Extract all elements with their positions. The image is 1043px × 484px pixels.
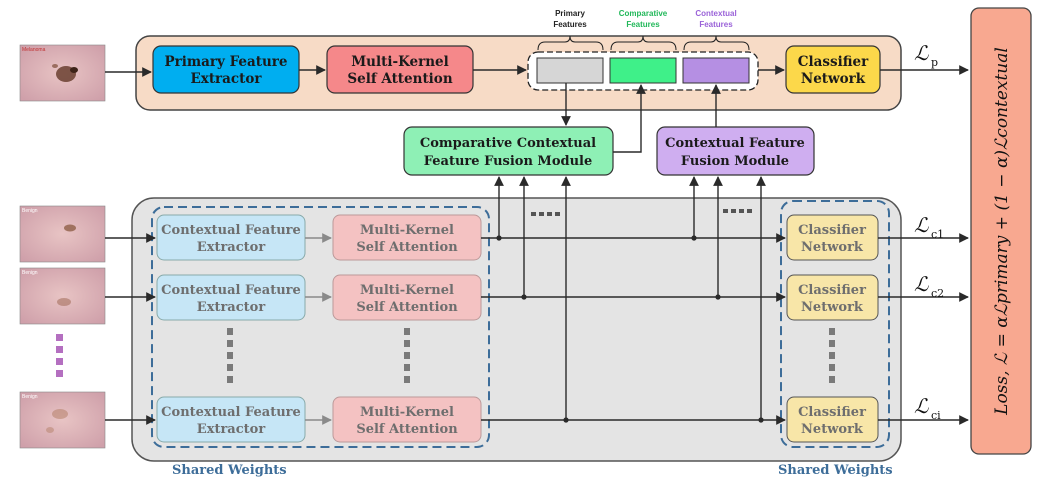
context-classifier-1-line2: Network: [801, 240, 864, 255]
context-attention-i-line1: Multi-Kernel: [360, 405, 454, 420]
svg-text:ci: ci: [931, 409, 941, 422]
comparative-features-label-line2: Features: [626, 20, 660, 29]
context-attention-i-line2: Self Attention: [356, 422, 458, 437]
context-classifier-i-line2: Network: [801, 422, 864, 437]
primary-features-label-line2: Features: [553, 20, 587, 29]
context-extractor-i-line1: Contextual Feature: [161, 405, 301, 420]
context-attention-i: Multi-Kernel Self Attention: [332, 396, 482, 443]
context-extractor-2-line1: Contextual Feature: [161, 283, 301, 298]
context-extractor-1-line1: Contextual Feature: [161, 223, 301, 238]
primary-feature-extractor-line2: Extractor: [190, 71, 262, 87]
contextual-feature-extractor-i: Contextual Feature Extractor: [156, 396, 306, 443]
context-classifier-1: Classifier Network: [786, 214, 879, 261]
comparative-fusion-line1: Comparative Contextual: [420, 136, 596, 151]
total-loss-box: Loss, ℒ = αℒprimary + (1 − α)ℒcontextual: [970, 7, 1032, 455]
contextual-features-label-line1: Contextual: [695, 9, 736, 18]
contextual-feature-extractor-1: Contextual Feature Extractor: [156, 214, 306, 261]
context-attention-2: Multi-Kernel Self Attention: [332, 274, 482, 321]
primary-image-label: Melanoma: [22, 47, 46, 53]
connectors: [105, 65, 969, 425]
shared-weights-label-right: Shared Weights: [778, 463, 893, 478]
context-classifier-2: Classifier Network: [786, 274, 879, 321]
loss-label-primary: ℒ p: [914, 41, 938, 69]
contextual-features-label-line2: Features: [699, 20, 733, 29]
context-image-label-1: Benign: [22, 208, 38, 214]
contextual-fusion-module: Contextual Feature Fusion Module: [656, 126, 815, 176]
primary-classifier-network: Classifier Network: [785, 45, 881, 94]
svg-text:ℒ: ℒ: [914, 394, 929, 418]
shared-weights-group-right: [780, 200, 890, 448]
context-attention-2-line1: Multi-Kernel: [360, 283, 454, 298]
loss-label-ci: ℒ ci: [914, 394, 941, 422]
context-classifier-i-line1: Classifier: [798, 405, 866, 420]
loss-formula: Loss, ℒ = αℒprimary + (1 − α)ℒcontextual: [992, 47, 1012, 416]
svg-text:ℒ: ℒ: [914, 272, 929, 296]
comparative-features-label-line1: Comparative: [619, 9, 668, 18]
context-internal-arrows: [305, 233, 332, 425]
context-image-label-i: Benign: [22, 394, 38, 400]
contextual-features-vector: [682, 57, 750, 84]
contextual-fusion-line1: Contextual Feature: [665, 136, 805, 151]
context-attention-1: Multi-Kernel Self Attention: [332, 214, 482, 261]
more-rows-ellipsis: [227, 328, 835, 383]
context-image-label-2: Benign: [22, 270, 38, 276]
loss-label-c1: ℒ c1: [914, 213, 944, 241]
context-extractor-1-line2: Extractor: [197, 240, 266, 255]
svg-text:c1: c1: [931, 228, 944, 241]
context-input-image-1: Benign: [19, 205, 106, 263]
contextual-feature-extractor-2: Contextual Feature Extractor: [156, 274, 306, 321]
comparative-fusion-line2: Feature Fusion Module: [424, 154, 593, 169]
primary-features-vector: [536, 57, 604, 84]
primary-feature-extractor-line1: Primary Feature: [164, 54, 287, 70]
context-classifier-2-line1: Classifier: [798, 283, 866, 298]
loss-label-c2: ℒ c2: [914, 272, 944, 300]
context-input-image-2: Benign: [19, 267, 106, 325]
comparative-features-vector: [609, 57, 677, 84]
junction-dots: [496, 235, 764, 423]
context-input-image-i: Benign: [19, 391, 106, 449]
svg-text:c2: c2: [931, 287, 944, 300]
context-extractor-2-line2: Extractor: [197, 300, 266, 315]
shared-weights-group-left: [151, 206, 490, 448]
primary-multi-kernel-attention: Multi-Kernel Self Attention: [326, 45, 474, 94]
primary-attention-line2: Self Attention: [347, 71, 452, 87]
primary-features-label-line1: Primary: [555, 9, 585, 18]
svg-text:ℒ: ℒ: [914, 41, 929, 65]
shared-weights-label-left: Shared Weights: [172, 463, 287, 478]
comparative-contextual-fusion-module: Comparative Contextual Feature Fusion Mo…: [403, 126, 614, 176]
svg-text:ℒ: ℒ: [914, 213, 929, 237]
context-classifier-1-line1: Classifier: [798, 223, 866, 238]
primary-attention-line1: Multi-Kernel: [351, 54, 449, 70]
more-connections-ellipsis: [531, 209, 752, 216]
feature-braces: [537, 35, 750, 51]
primary-classifier-line2: Network: [801, 71, 866, 87]
context-attention-1-line2: Self Attention: [356, 240, 458, 255]
context-classifier-2-line2: Network: [801, 300, 864, 315]
context-extractor-i-line2: Extractor: [197, 422, 266, 437]
svg-text:p: p: [931, 56, 938, 69]
primary-input-image: Melanoma: [19, 44, 106, 102]
primary-classifier-line1: Classifier: [798, 54, 869, 70]
context-attention-1-line1: Multi-Kernel: [360, 223, 454, 238]
contextual-branch-panel: [131, 197, 902, 462]
more-images-ellipsis: [56, 334, 63, 377]
context-classifier-i: Classifier Network: [786, 396, 879, 443]
contextual-fusion-line2: Fusion Module: [681, 154, 789, 169]
context-attention-2-line2: Self Attention: [356, 300, 458, 315]
primary-feature-extractor: Primary Feature Extractor: [152, 45, 300, 94]
